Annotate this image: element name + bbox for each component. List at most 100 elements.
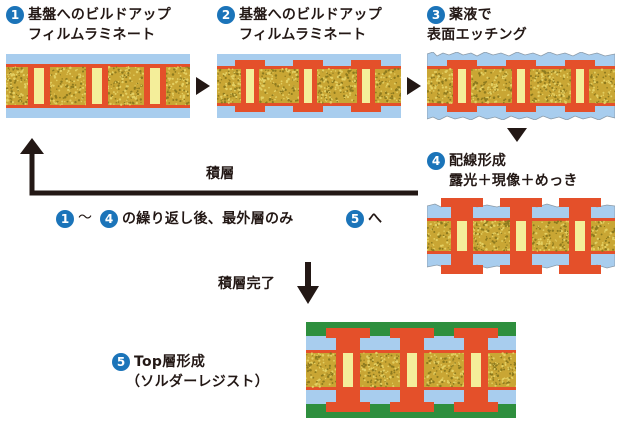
core-speck (601, 249, 604, 252)
core-speck (6, 103, 8, 106)
core-speck (437, 82, 440, 84)
core-speck (285, 67, 288, 71)
core-speck (504, 241, 506, 243)
core-speck (293, 70, 296, 74)
core-speck (567, 241, 570, 244)
core-speck (325, 365, 327, 367)
core-speck (446, 379, 449, 382)
core-speck (331, 372, 334, 375)
core-speck (73, 80, 76, 83)
core-speck (217, 87, 220, 90)
core-speck (328, 383, 331, 386)
core-speck (556, 73, 559, 76)
core-speck (492, 71, 494, 73)
arrow-right-icon (196, 77, 210, 95)
core-speck (168, 86, 171, 89)
core-speck (448, 364, 450, 367)
core-speck (386, 377, 389, 380)
core-speck (50, 97, 54, 101)
core-speck (280, 93, 283, 95)
core-speck (566, 90, 568, 92)
core-speck (288, 93, 290, 96)
step-2-title-line2: フィルムラミネート (239, 27, 367, 43)
core-speck (239, 98, 241, 100)
core-speck (11, 101, 15, 104)
core-speck (123, 74, 126, 77)
core-speck (491, 363, 493, 365)
core-speck (140, 101, 142, 104)
core-speck (531, 99, 534, 102)
core-speck (74, 100, 77, 104)
core-speck (506, 381, 510, 384)
core-speck (271, 68, 273, 71)
core-speck (601, 247, 604, 249)
panel-step-1 (6, 54, 190, 118)
core-speck (165, 84, 168, 87)
core-speck (569, 72, 571, 74)
core-speck (508, 231, 511, 234)
core-speck (372, 373, 375, 376)
core-speck (296, 69, 299, 71)
via-1-fill (343, 353, 353, 387)
core-speck (563, 68, 567, 71)
pad-top (351, 60, 381, 68)
core-speck (331, 370, 334, 373)
repeat-suffix: へ (368, 211, 383, 227)
core-speck (608, 241, 611, 244)
core-speck (488, 357, 491, 360)
core-speck (495, 232, 497, 235)
core-speck (17, 94, 19, 97)
core-speck (593, 76, 595, 78)
core-speck (25, 100, 27, 103)
core-speck (136, 91, 138, 94)
core-speck (472, 98, 475, 101)
core-speck (57, 100, 59, 103)
core-speck (486, 96, 489, 99)
core-speck (125, 87, 128, 91)
core-speck (483, 244, 486, 247)
core-speck (320, 97, 323, 100)
core-speck (124, 69, 127, 72)
core-speck (384, 355, 386, 357)
core-speck (489, 378, 492, 381)
core-speck (447, 231, 450, 233)
core-speck (65, 93, 69, 97)
core-speck (533, 79, 537, 82)
core-speck (124, 102, 127, 105)
core-speck (600, 68, 604, 71)
core-speck (547, 71, 550, 74)
core-speck (370, 380, 372, 382)
core-speck (388, 68, 391, 71)
core-speck (486, 220, 489, 223)
core-speck (50, 81, 53, 84)
core-speck (26, 82, 29, 85)
core-speck (440, 378, 444, 382)
core-speck (71, 83, 74, 86)
core-speck (291, 76, 294, 78)
pad-bottom (293, 104, 323, 112)
core-speck (19, 70, 21, 72)
core-speck (231, 68, 234, 71)
core-speck (181, 92, 184, 95)
core-speck (548, 240, 551, 243)
core-speck (276, 89, 278, 91)
core-speck (364, 374, 367, 377)
core-speck (326, 373, 328, 375)
core-speck (52, 84, 55, 87)
core-speck (281, 67, 284, 71)
core-speck (437, 75, 440, 78)
core-speck (545, 83, 549, 86)
core-speck (554, 82, 557, 85)
core-speck (502, 220, 505, 223)
core-speck (491, 240, 494, 243)
core-speck (597, 73, 599, 76)
core-speck (217, 83, 219, 86)
core-speck (604, 231, 606, 233)
core-speck (555, 249, 558, 252)
core-speck (14, 66, 16, 68)
core-speck (369, 353, 372, 356)
core-speck (136, 90, 139, 93)
core-speck (563, 244, 565, 247)
core-speck (24, 102, 27, 106)
pad-bottom (447, 104, 477, 112)
